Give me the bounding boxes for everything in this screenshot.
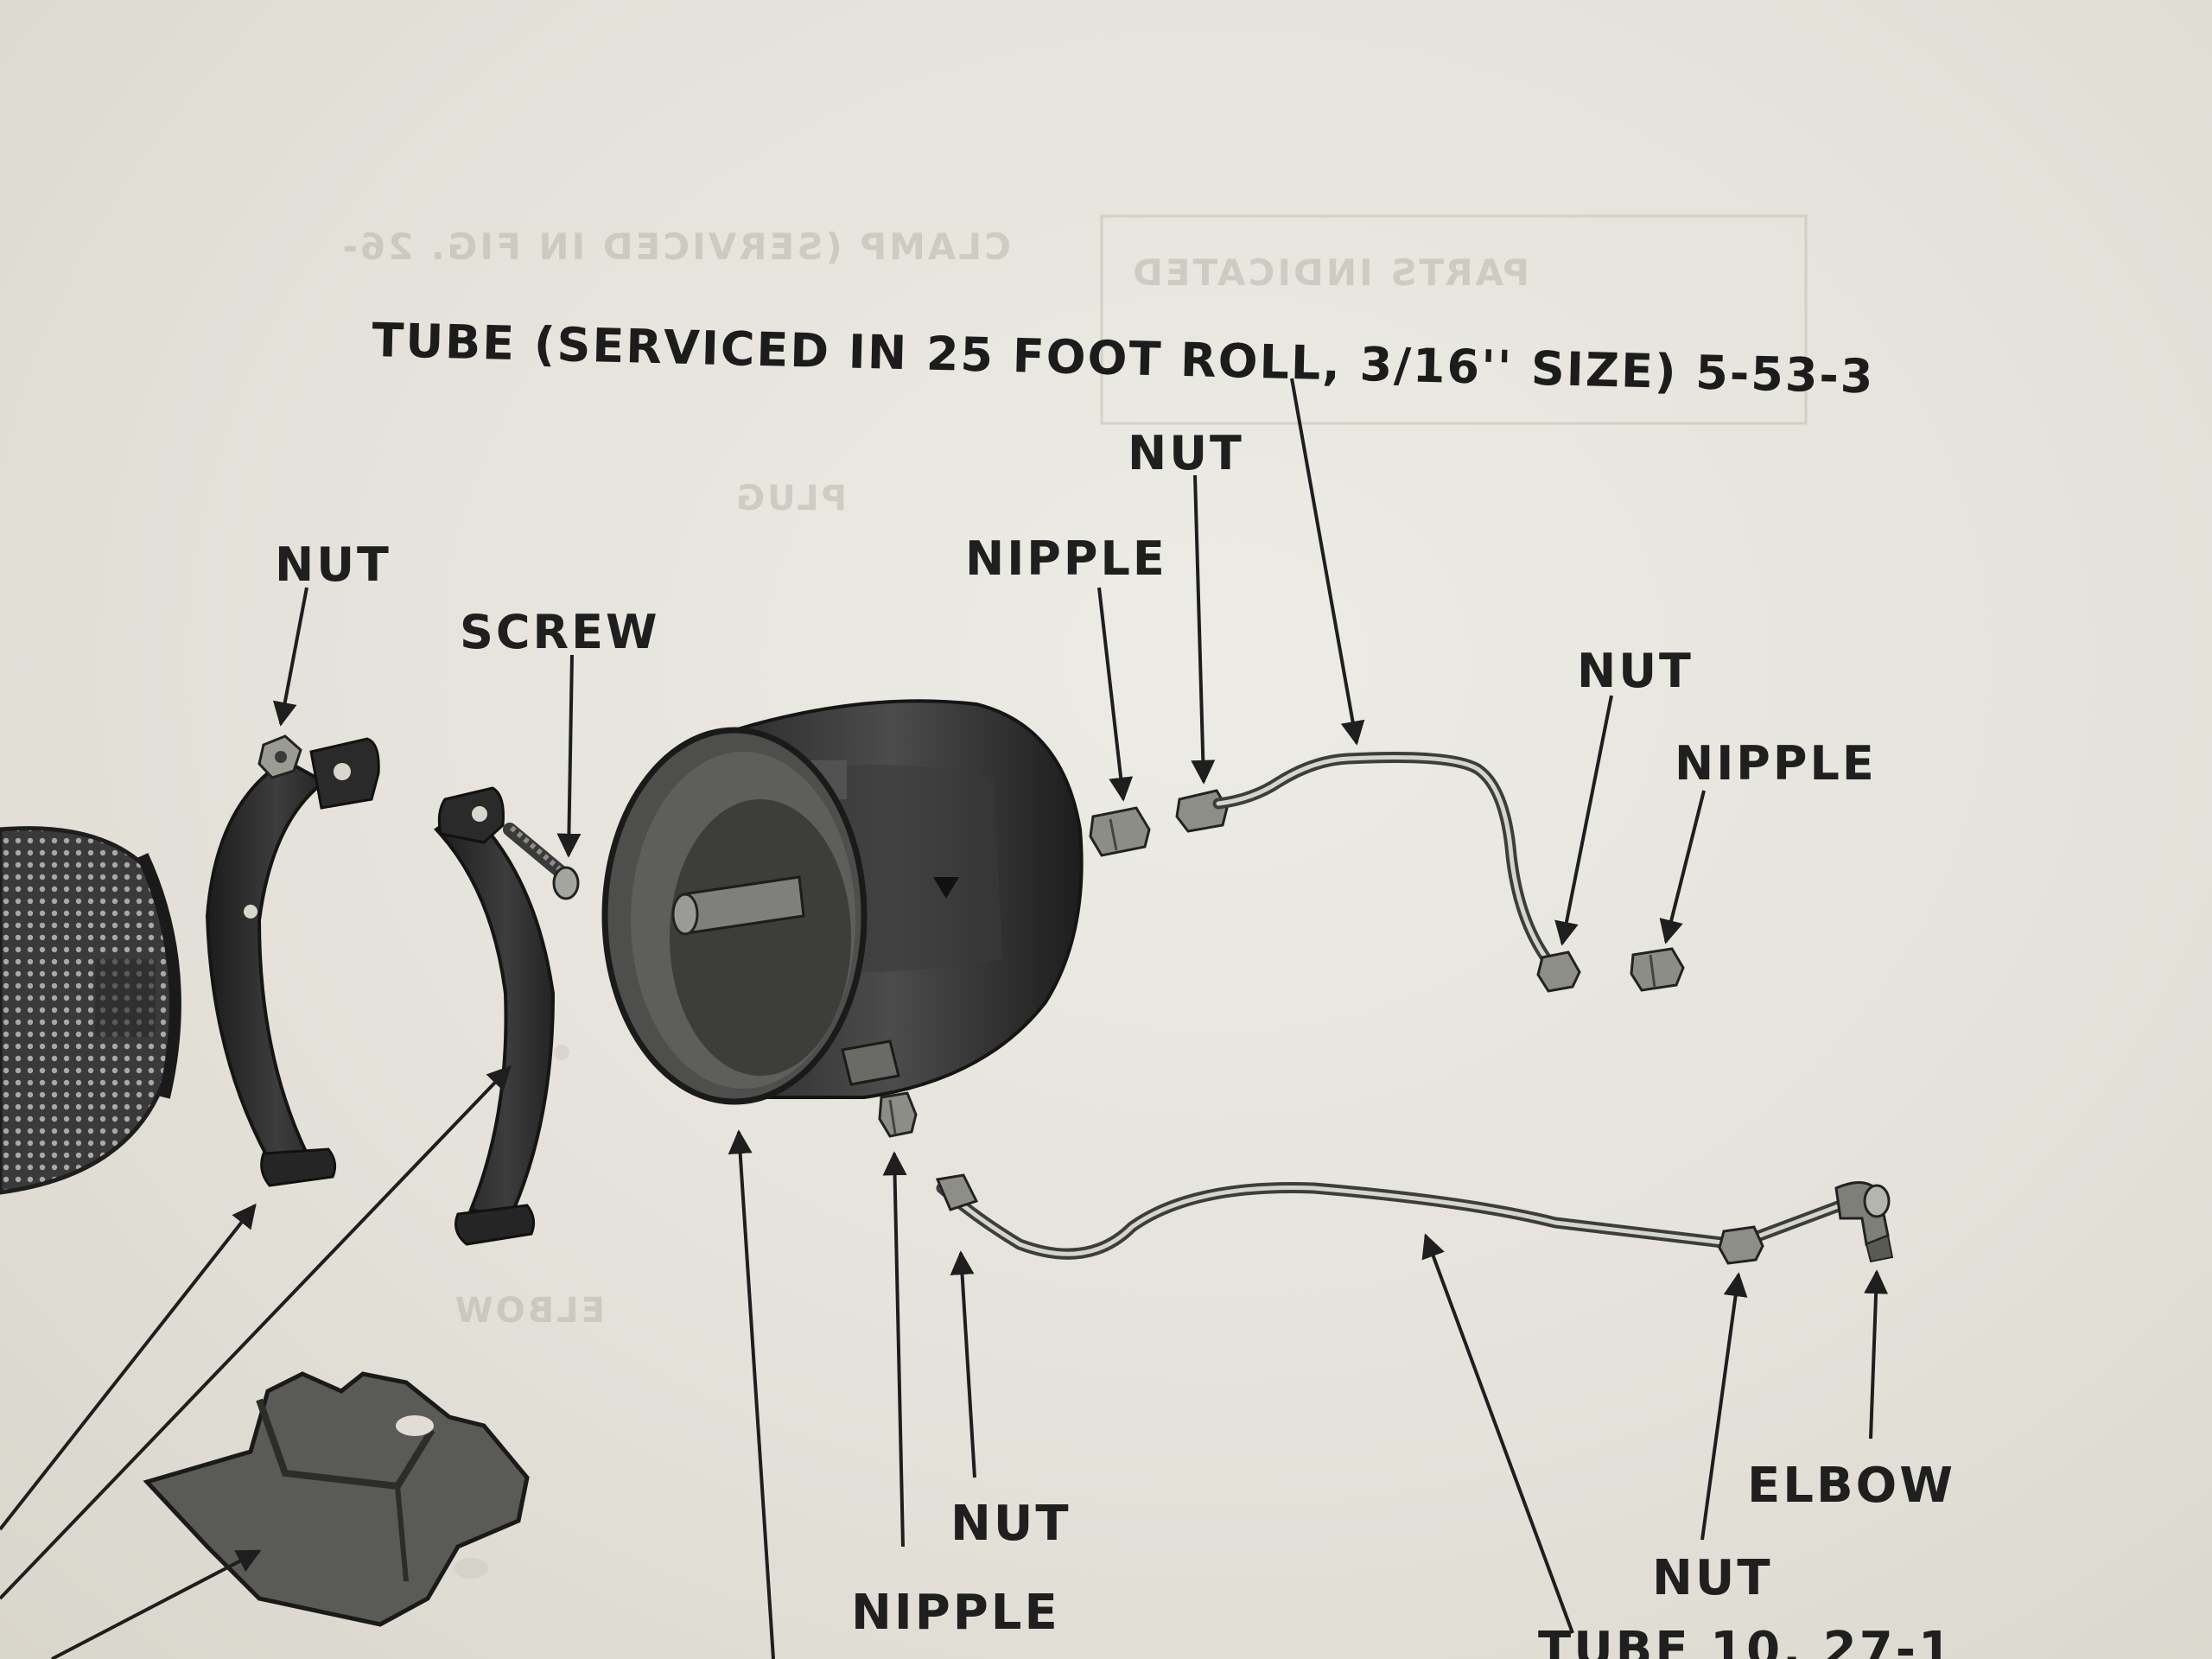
nipple-bottom-part	[878, 1091, 918, 1138]
arrow-nut-clamp	[272, 587, 308, 727]
nut-right-part	[1536, 950, 1581, 993]
ghost-parts-indicated: PARTS INDICATED	[1130, 251, 1529, 294]
label-nut-clamp: NUT	[275, 537, 391, 592]
clamp-left-part	[205, 737, 380, 1187]
nut-clamp-part	[257, 734, 302, 779]
arrow-screw	[556, 654, 582, 858]
leader-arrows	[0, 378, 1889, 1659]
arrow-nipple-right	[1659, 790, 1706, 944]
label-elbow: ELBOW	[1747, 1458, 1955, 1514]
part-labels: NUT SCREW NIPPLE NUT NUT NIPPLE NUT NIPP…	[275, 426, 1955, 1659]
label-nut-bottom: NUT	[950, 1496, 1071, 1552]
ghost-clamp-serviced: CLAMP (SERVICED IN FIG. 26-	[340, 226, 1011, 268]
label-nipple-bottom: NIPPLE	[851, 1585, 1060, 1641]
nut-bottom-right-part	[1718, 1225, 1764, 1265]
lower-tube-part	[935, 1173, 1847, 1260]
arrow-elbow	[1864, 1269, 1889, 1440]
show-through-box	[1100, 214, 1808, 425]
label-nut-right: NUT	[1577, 644, 1694, 698]
arrow-nipple-bottom	[882, 1151, 907, 1548]
clamp-middle-part	[433, 786, 569, 1246]
upper-tube-part	[1212, 752, 1553, 965]
nipple-right-part	[1630, 947, 1685, 992]
screw-part	[503, 823, 580, 900]
label-screw: SCREW	[460, 605, 660, 659]
arrow-nut-top	[1191, 474, 1216, 785]
arrow-nut-right	[1554, 695, 1613, 946]
arrow-clamp-left	[0, 1203, 257, 1531]
arrow-bracket	[51, 1549, 262, 1659]
label-nipple-right: NIPPLE	[1675, 736, 1877, 791]
arrow-nut-bottom	[950, 1250, 976, 1478]
arrow-nipple-top	[1097, 587, 1134, 802]
label-nipple-top: NIPPLE	[965, 531, 1167, 586]
strainer-mesh-part	[0, 826, 181, 1195]
arrow-nut-bottom-right	[1700, 1272, 1748, 1541]
nipple-top-part	[1089, 806, 1151, 857]
arrow-canister	[728, 1129, 775, 1659]
arrow-clamp-middle	[0, 1065, 512, 1600]
diagram-title: TUBE (SERVICED IN 25 FOOT ROLL, 3/16'' S…	[372, 313, 1876, 404]
arrow-lower-tube	[1421, 1233, 1574, 1634]
arrow-title-tube	[1290, 378, 1365, 746]
canister-body-part	[601, 699, 1084, 1105]
bracket-part	[143, 1371, 530, 1627]
show-through-text: PARTS INDICATED CLAMP (SERVICED IN FIG. …	[340, 214, 1808, 1331]
label-nut-top: NUT	[1128, 426, 1244, 480]
label-tube-bottom: TUBE 10, 27-1	[1538, 1622, 1955, 1659]
ghost-elbow: ELBOW	[453, 1291, 605, 1331]
nut-top-part	[1175, 789, 1229, 833]
ghost-plug: PLUG	[734, 479, 847, 518]
elbow-part	[1834, 1181, 1894, 1263]
label-nut-bottom-right: NUT	[1652, 1550, 1773, 1606]
